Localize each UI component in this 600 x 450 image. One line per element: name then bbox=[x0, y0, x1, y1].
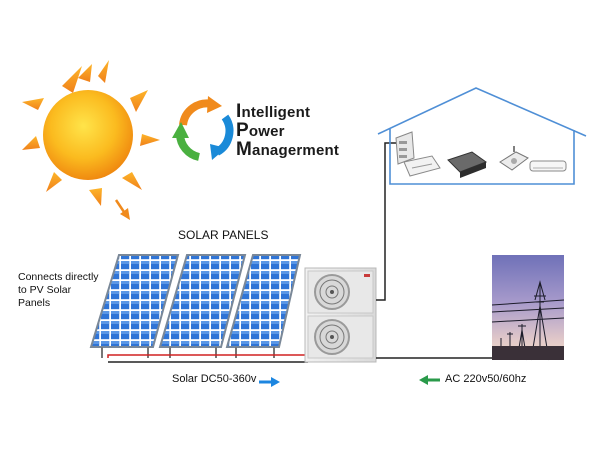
connects-line: Panels bbox=[18, 297, 51, 309]
connects-line: to PV Solar bbox=[18, 284, 72, 296]
logo-rest: ntelligent bbox=[241, 104, 311, 121]
ac-input-label: AC 220v50/60hz bbox=[445, 373, 527, 385]
indoor-unit-icon bbox=[395, 131, 415, 165]
logo-cycle-icon bbox=[172, 96, 234, 161]
solar-panel-icon bbox=[225, 254, 302, 358]
connects-line: Connects directly bbox=[18, 271, 99, 283]
logo-cap: P bbox=[236, 120, 249, 141]
indoor-unit-icon bbox=[529, 160, 567, 172]
solar-panel-icon bbox=[89, 254, 180, 358]
sunlight-arrow bbox=[114, 199, 130, 220]
sun-icon bbox=[22, 60, 160, 206]
indoor-unit-icon bbox=[403, 155, 441, 177]
dc-wiring bbox=[107, 354, 308, 363]
outdoor-unit-icon bbox=[304, 267, 377, 363]
connects-directly-label: Connects directly to PV Solar Panels bbox=[18, 271, 128, 310]
logo-rest: anagerment bbox=[252, 142, 340, 159]
logo-line-management: Managerment bbox=[236, 139, 339, 161]
ac-direction-arrow bbox=[419, 375, 440, 385]
logo-cap: M bbox=[236, 139, 253, 160]
house-icon bbox=[377, 87, 587, 185]
solar-panel-icon bbox=[158, 254, 247, 358]
logo-line-intelligent: Intelligent bbox=[236, 101, 310, 123]
solar-input-label: Solar DC50-360v bbox=[172, 373, 257, 385]
solar-direction-arrow bbox=[259, 377, 280, 387]
indoor-unit-icon bbox=[499, 146, 529, 171]
solar-panels-label: SOLAR PANELS bbox=[178, 228, 269, 242]
power-tower-icon bbox=[491, 255, 565, 361]
ac-wiring bbox=[376, 142, 492, 359]
logo-rest: ower bbox=[248, 123, 285, 140]
logo-cap: I bbox=[236, 101, 242, 122]
indoor-unit-icon bbox=[447, 151, 488, 178]
logo-line-power: Power bbox=[236, 120, 285, 142]
